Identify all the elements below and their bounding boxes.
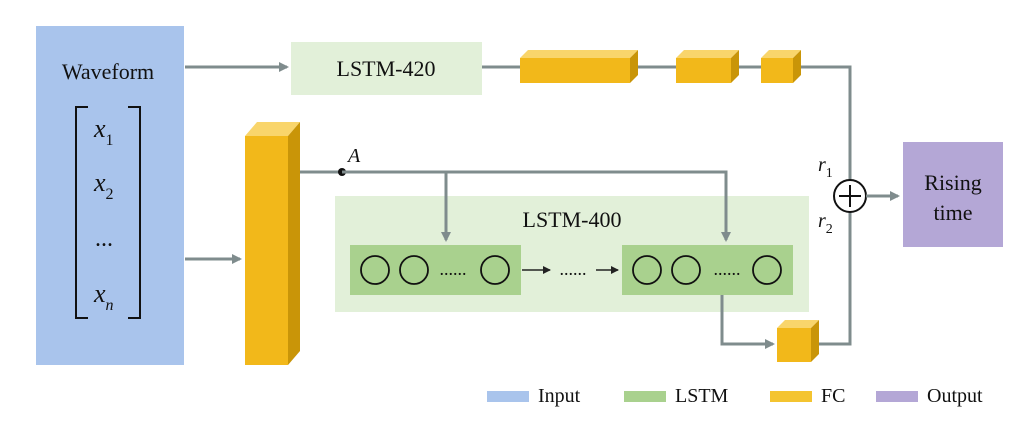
arrow-cells-to-fc-bottom	[720, 295, 775, 349]
lstm420-block	[291, 42, 482, 95]
cell-circle	[632, 255, 662, 285]
input-title: Waveform	[62, 59, 154, 84]
line-fc3-to-merge	[801, 65, 852, 180]
fc-top-2	[676, 50, 739, 83]
legend-label-lstm: LSTM	[675, 385, 729, 407]
cell-circle	[399, 255, 429, 285]
input-vector-bracket	[75, 106, 141, 319]
vector-dots: ...	[95, 226, 113, 252]
legend-swatch-fc	[770, 391, 812, 402]
output-line1: Rising	[924, 170, 981, 195]
lstm400-label: LSTM-400	[523, 207, 622, 232]
legend-label-output: Output	[927, 385, 983, 407]
legend-label-input: Input	[538, 385, 581, 407]
label-r2: r2	[818, 210, 833, 237]
legend-swatch-lstm	[624, 391, 666, 402]
output-block	[903, 142, 1003, 247]
vector-x2: x2	[93, 168, 114, 203]
input-block	[36, 26, 184, 365]
legend-swatch-input	[487, 391, 529, 402]
fc-bottom	[777, 320, 819, 362]
line-point-a-to-lstm400	[342, 170, 731, 242]
legend: Input LSTM FC Output	[487, 385, 983, 407]
lstm420-label: LSTM-420	[337, 56, 436, 81]
cell-dots: ......	[714, 259, 741, 279]
cell-circle	[752, 255, 782, 285]
cell-circle	[480, 255, 510, 285]
point-a-label: A	[346, 145, 361, 167]
legend-label-fc: FC	[821, 385, 845, 407]
fc-tall	[245, 122, 300, 365]
label-r1: r1	[818, 154, 833, 181]
output-line2: time	[933, 200, 972, 225]
middle-dots: ......	[560, 259, 587, 279]
legend-swatch-output	[876, 391, 918, 402]
cell-dots: ......	[440, 259, 467, 279]
cell-circle	[671, 255, 701, 285]
fc-top-3	[761, 50, 801, 83]
vector-x1: x1	[93, 114, 114, 149]
cell-circle	[360, 255, 390, 285]
line-fc-bottom-to-merge	[819, 212, 852, 346]
cell-group-right	[622, 245, 793, 295]
cell-group-left	[350, 245, 521, 295]
fc-top-1	[520, 50, 638, 83]
vector-xn: xn	[93, 279, 114, 314]
